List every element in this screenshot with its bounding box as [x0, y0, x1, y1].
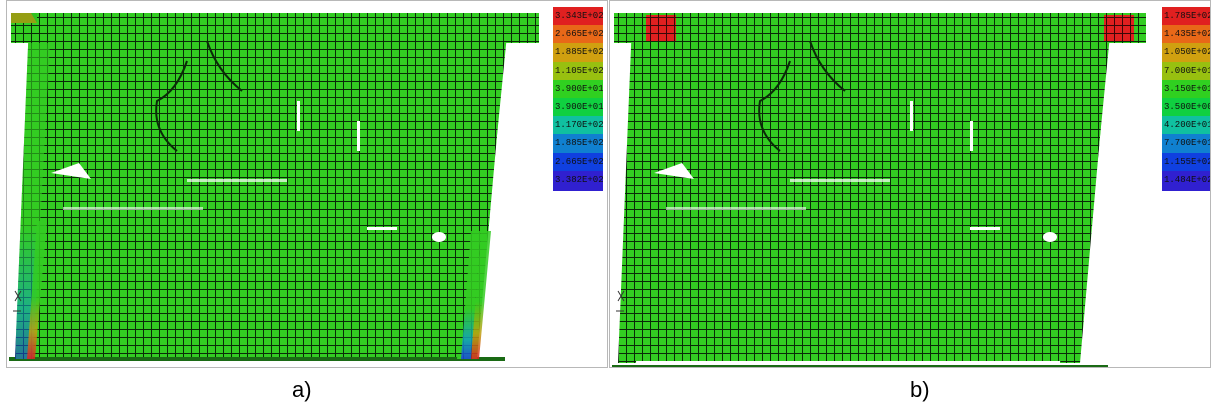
legend-value-label: 3.150E+01 — [1164, 83, 1211, 94]
legend-color-band — [1162, 152, 1210, 173]
legend-value-label: 1.484E+02 — [1164, 174, 1211, 185]
infill-wall — [630, 35, 1110, 361]
deformed-mesh-b — [612, 13, 1146, 367]
color-legend-b: 1.785E+02 1.435E+02 1.050E+02 7.000E+01 3.15… — [1162, 7, 1211, 191]
fem-panel-a: 3.343E+02 2.665E+02 1.885E+02 1.105E+02 3.90… — [6, 0, 608, 368]
legend-color-band — [553, 98, 603, 119]
legend-color-band — [553, 116, 603, 137]
legend-value-label: 7.700E+01 — [1164, 138, 1211, 149]
legend-color-band — [1162, 7, 1210, 28]
legend-color-band — [1162, 25, 1210, 46]
legend-value-label: 3.382E+02 — [555, 174, 603, 185]
ground-beam — [612, 365, 1108, 367]
legend-value-label: 1.105E+02 — [555, 65, 603, 76]
legend-color-band — [553, 134, 603, 155]
legend-value-label: 3.900E+01 — [555, 102, 603, 112]
legend-value-label: 4.200E+01 — [1164, 120, 1211, 131]
top-beam — [614, 13, 1146, 43]
legend-color-band — [553, 7, 603, 28]
legend-color-band — [1162, 79, 1210, 100]
legend-color-band — [553, 61, 603, 82]
legend-value-label: 7.000E+01 — [1164, 65, 1211, 76]
legend-color-band — [1162, 170, 1210, 191]
legend-value-label: 3.900E+01 — [555, 83, 603, 94]
legend-color-band — [1162, 61, 1210, 82]
right-column — [1060, 23, 1110, 363]
legend-value-label: 1.050E+02 — [1164, 47, 1211, 58]
legend-value-label: 1.885E+02 — [555, 47, 603, 58]
legend-value-label: 3.343E+02 — [555, 11, 603, 21]
legend-value-label: 1.170E+02 — [555, 120, 603, 131]
legend-value-label: 1.885E+02 — [555, 138, 603, 149]
legend-value-label: 3.500E+00 — [1164, 102, 1211, 112]
crack — [654, 163, 694, 179]
legend-color-band — [1162, 43, 1210, 64]
top-beam — [11, 13, 539, 43]
legend-value-label: 1.155E+02 — [1164, 156, 1211, 167]
caption-b: b) — [910, 377, 930, 402]
legend-color-band — [1162, 116, 1210, 137]
legend-color-band — [553, 79, 603, 100]
legend-color-band — [553, 43, 603, 64]
crack — [51, 163, 91, 179]
legend-color-band — [1162, 134, 1210, 155]
infill-wall — [27, 35, 507, 357]
color-legend-a: 3.343E+02 2.665E+02 1.885E+02 1.105E+02 3.90… — [553, 7, 603, 191]
stress-zone-left — [646, 15, 676, 41]
fem-panel-b: 1.785E+02 1.435E+02 1.050E+02 7.000E+01 3.15… — [609, 0, 1211, 368]
legend-value-label: 2.665E+02 — [555, 156, 603, 167]
left-column — [618, 23, 654, 363]
legend-value-label: 2.665E+02 — [555, 29, 603, 40]
legend-color-band — [553, 25, 603, 46]
ground-beam — [9, 357, 505, 361]
legend-color-band — [553, 152, 603, 173]
deformed-mesh-a — [9, 13, 539, 361]
stress-zone-right — [1104, 15, 1134, 41]
legend-color-band — [1162, 98, 1210, 119]
legend-value-label: 1.435E+02 — [1164, 29, 1211, 40]
legend-value-label: 1.785E+02 — [1164, 11, 1211, 21]
caption-a: a) — [292, 377, 312, 402]
legend-color-band — [553, 170, 603, 191]
